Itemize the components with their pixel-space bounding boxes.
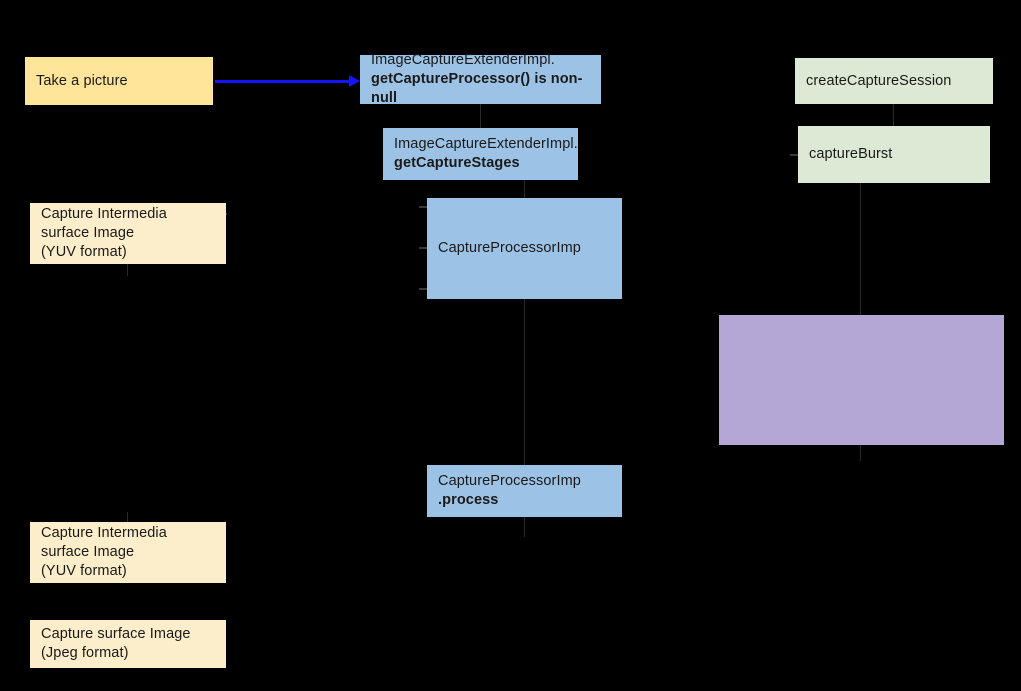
node-label-line2: (Jpeg format) [41,645,129,661]
node-label-line1: CaptureProcessorImp [438,473,581,489]
node-capture-burst[interactable]: captureBurst [798,126,990,183]
node-capture-processor-imp[interactable]: CaptureProcessorImp [427,198,622,299]
node-label-line2: surface Image [41,225,135,241]
connector-stub [790,154,799,156]
guide-line [127,512,128,524]
node-label-line3: (YUV format) [41,244,127,260]
node-label-line2: getCaptureProcessor() is non-null [371,71,583,106]
guide-line [480,104,481,128]
node-label: Take a picture [36,72,128,89]
results-table-container: Image 1 (YUV) Image 2 (YUV) .... TotalCa… [719,315,1004,445]
connector-stub [419,288,428,290]
node-label-line1: ImageCaptureExtenderImpl. [394,136,578,152]
node-get-capture-stages[interactable]: ImageCaptureExtenderImpl. getCaptureStag… [383,128,578,180]
node-label-line2: surface Image [41,544,135,560]
guide-line [893,104,894,126]
node-label: createCaptureSession [806,72,952,89]
guide-line [524,299,525,465]
node-label-line3: (YUV format) [41,563,127,579]
guide-line [127,264,128,276]
node-capture-intermedia-surface-top[interactable]: Capture Intermedia surface Image (YUV fo… [30,203,226,264]
guide-line [860,445,861,461]
node-label: CaptureProcessorImp [438,240,581,256]
connector-stub [419,206,428,208]
guide-line [524,180,525,198]
node-get-capture-processor[interactable]: ImageCaptureExtenderImpl. getCaptureProc… [360,52,601,106]
arrow-head-icon [349,75,360,87]
guide-line [524,517,525,537]
node-capture-surface-jpeg[interactable]: Capture surface Image (Jpeg format) [30,620,226,668]
node-take-a-picture[interactable]: Take a picture [25,57,213,105]
node-label-line1: Capture Intermedia [41,206,167,222]
node-label-line2: getCaptureStages [394,155,520,171]
node-create-capture-session[interactable]: createCaptureSession [795,58,993,104]
arrow-take-picture-to-extender [215,80,350,83]
node-label: captureBurst [809,146,893,162]
node-label-line1: Capture surface Image [41,626,191,642]
node-label-line1: ImageCaptureExtenderImpl. [371,52,555,68]
guide-line [860,183,861,315]
node-label-line1: Capture Intermedia [41,525,167,541]
connector-stub [419,247,428,249]
node-label-line2: .process [438,492,499,508]
node-capture-intermedia-surface-bottom[interactable]: Capture Intermedia surface Image (YUV fo… [30,522,226,583]
node-capture-processor-process[interactable]: CaptureProcessorImp .process [427,465,622,517]
